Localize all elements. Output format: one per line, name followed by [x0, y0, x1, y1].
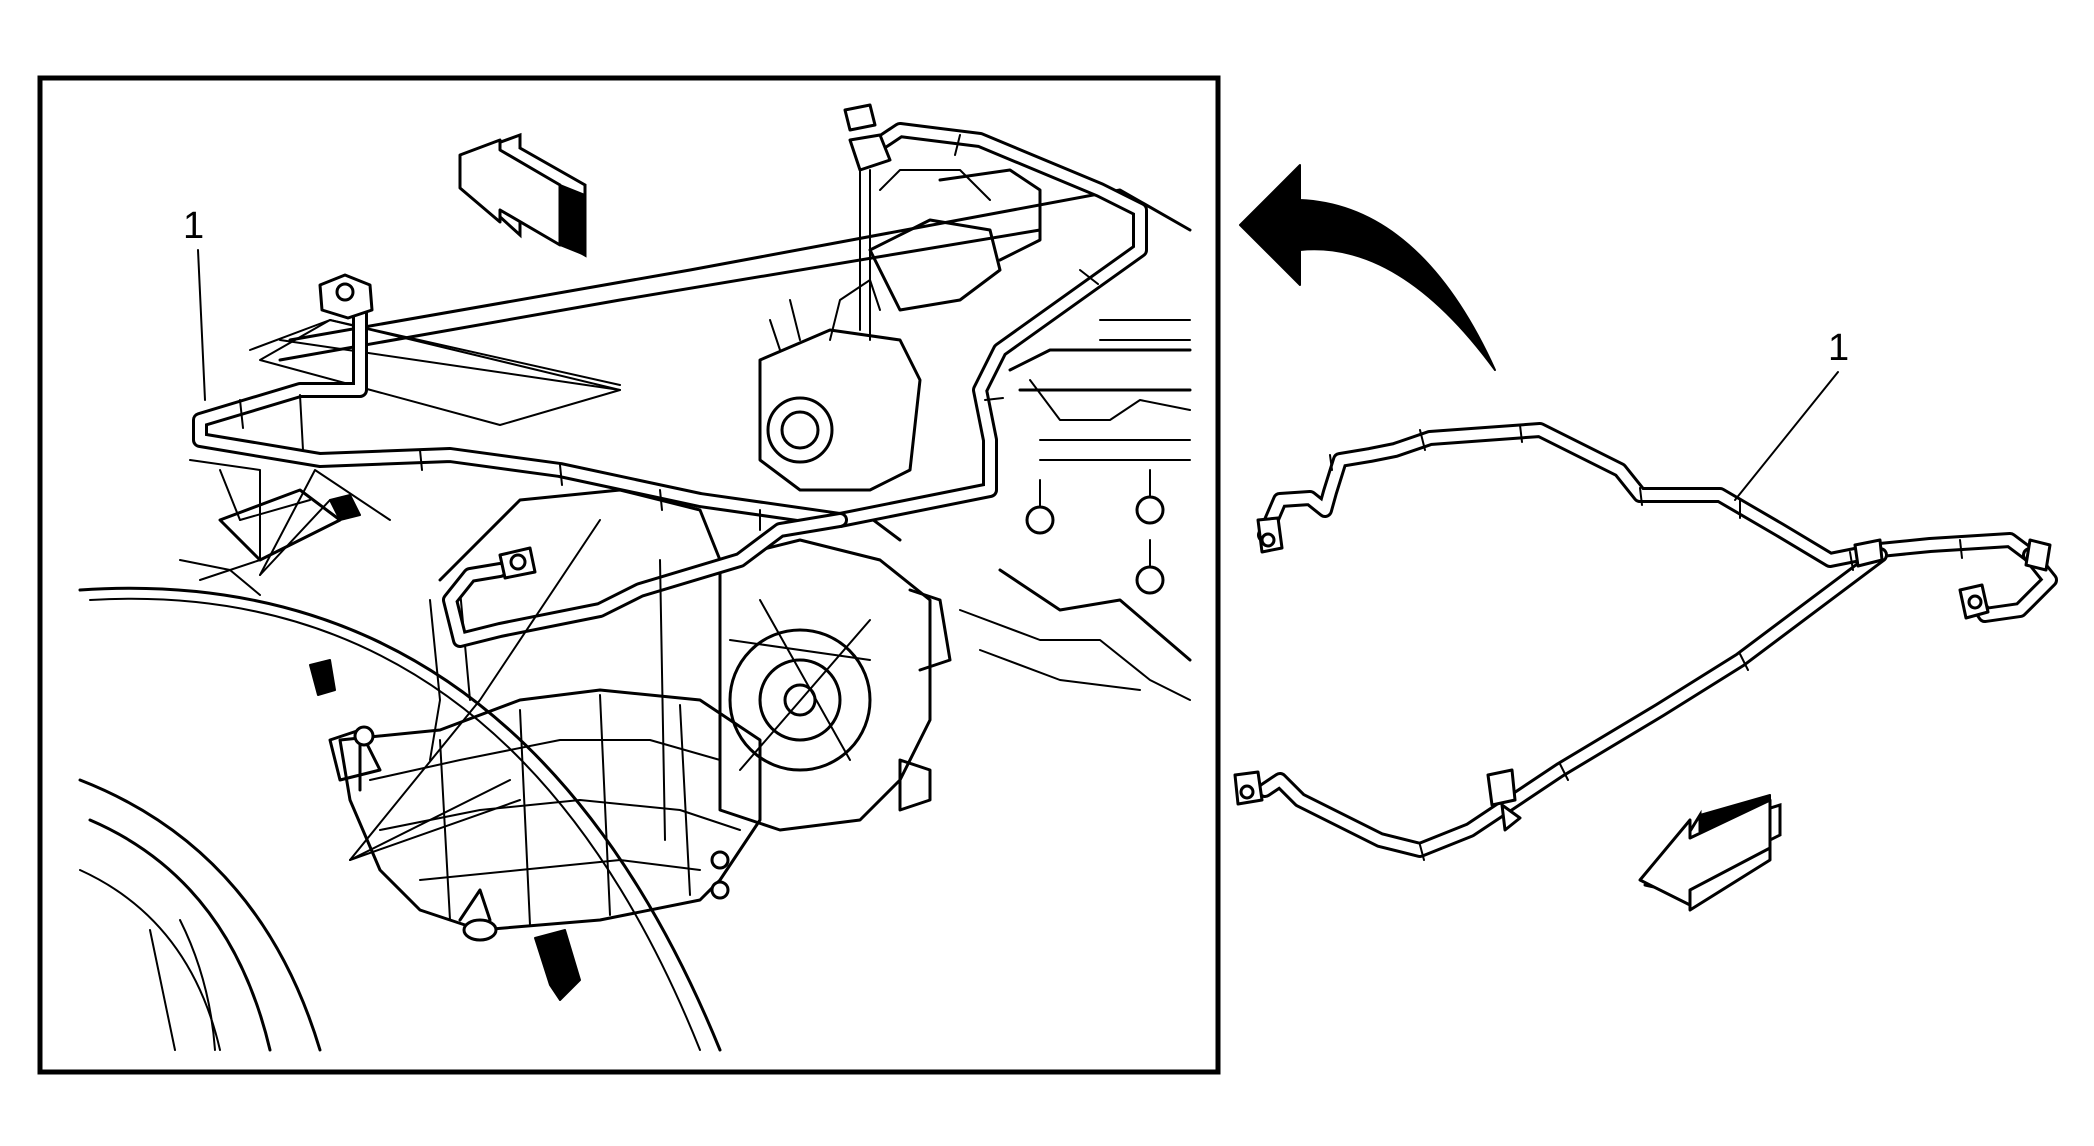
installed-view-panel: 1	[37, 75, 1221, 1075]
engine-top	[1008, 319, 1192, 595]
clip-leader-lines	[259, 469, 666, 861]
callout-1-right-leader	[1734, 371, 1839, 501]
callout-1-left-leader	[197, 249, 206, 401]
removal-arrow-icon	[1239, 164, 1496, 371]
callout-1-left: 1	[183, 205, 204, 247]
bracket-parts	[218, 488, 581, 1001]
dash-panel	[179, 188, 1192, 701]
heater-hose-removed	[1233, 422, 2058, 861]
heater-hose-installed	[192, 103, 1148, 648]
direction-arrow-rear-icon	[1638, 794, 1782, 912]
callout-1-right: 1	[1828, 327, 1849, 369]
throttle-body	[758, 168, 1042, 492]
direction-arrow-forward-icon	[458, 132, 587, 258]
fender-arcs	[78, 586, 722, 1052]
